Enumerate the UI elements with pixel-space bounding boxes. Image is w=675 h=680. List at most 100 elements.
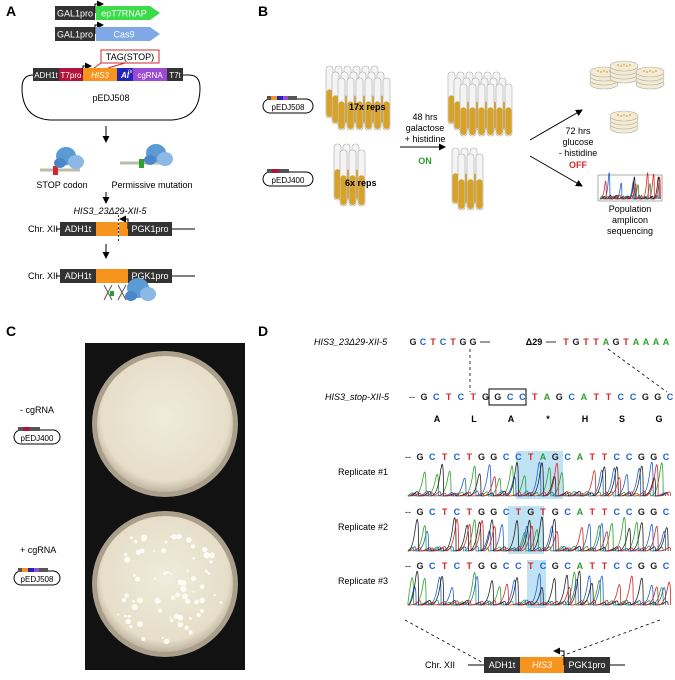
seq-leader-dash: -- xyxy=(405,561,411,571)
plasmid-pedj400-b: pEDJ400 xyxy=(262,169,314,187)
base-T: T xyxy=(466,507,472,517)
chromatogram-trace-G xyxy=(407,462,669,497)
chromosome-locus-1: Chr. XII ADH1t PGK1pro xyxy=(28,215,195,243)
seq-leader-dash: -- xyxy=(405,452,411,462)
colony xyxy=(177,614,184,621)
colony xyxy=(161,548,167,554)
chromatogram-trace-A xyxy=(407,462,664,497)
base-C: C xyxy=(503,507,510,517)
gal1pro-label-2: GAL1pro xyxy=(57,30,93,40)
base-G: G xyxy=(478,507,485,517)
base-T: T xyxy=(516,507,522,517)
colony xyxy=(186,537,192,543)
colony xyxy=(127,614,131,619)
base-A: A xyxy=(653,337,660,347)
colony xyxy=(203,552,210,559)
base-T: T xyxy=(528,561,534,571)
step2-medium: glucose xyxy=(562,137,593,147)
base-C: C xyxy=(507,392,514,402)
base-G: G xyxy=(416,507,423,517)
colony xyxy=(200,609,204,613)
base-C: C xyxy=(667,392,674,402)
dish-colony xyxy=(606,71,608,73)
seq-label-1: Population xyxy=(609,204,652,214)
tube-culture xyxy=(326,89,333,117)
base-T: T xyxy=(446,392,452,402)
base-A: A xyxy=(577,507,584,517)
adh1t-label-a1: ADH1t xyxy=(65,224,92,234)
petri-dish xyxy=(635,66,665,78)
base-G: G xyxy=(650,561,657,571)
d-stop-label: HIS3_stop-XII-5 xyxy=(325,392,390,402)
dish-colony xyxy=(620,115,622,117)
colony xyxy=(192,557,195,560)
seq-leader-dash: -- xyxy=(405,507,411,517)
plasmid-c1-label: pEDJ400 xyxy=(21,434,54,443)
colony xyxy=(124,556,131,563)
base-A: A xyxy=(581,392,588,402)
base-C: C xyxy=(515,561,522,571)
tube-culture xyxy=(460,107,467,135)
base-A: A xyxy=(544,392,551,402)
tube-culture xyxy=(454,101,461,129)
dish-colony xyxy=(620,65,622,67)
t7t-label: T7t xyxy=(169,71,181,80)
colony xyxy=(136,597,143,604)
tube-culture xyxy=(452,173,459,203)
colony xyxy=(219,601,223,604)
tube-culture xyxy=(338,101,345,129)
base-T: T xyxy=(602,561,608,571)
base-T: T xyxy=(466,452,472,462)
panel-c: - cgRNA pEDJ400 + cgRNA pEDJ508 xyxy=(13,343,245,670)
base-T: T xyxy=(593,337,599,347)
base-C: C xyxy=(630,392,637,402)
chr-label-d: Chr. XII xyxy=(425,660,455,670)
seq-leader-dash: -- xyxy=(409,392,415,402)
chromatogram-trace-G xyxy=(407,570,669,606)
dish-colony xyxy=(597,70,599,72)
mutation-highlight xyxy=(527,560,546,608)
base-G: G xyxy=(556,392,563,402)
base-T: T xyxy=(470,392,476,402)
colony xyxy=(177,579,183,585)
on-label: ON xyxy=(418,156,432,166)
cgrna-label: cgRNA xyxy=(137,71,163,80)
dish-colony xyxy=(643,70,645,72)
base-T: T xyxy=(589,561,595,571)
tube-culture xyxy=(478,107,485,135)
base-C: C xyxy=(564,561,571,571)
base-C: C xyxy=(503,561,510,571)
dish-colony xyxy=(629,64,631,66)
permissive-mutation-label: Permissive mutation xyxy=(111,180,192,190)
tube-culture xyxy=(356,101,363,129)
ept7rnap-label: epT7RNAP xyxy=(101,9,147,19)
colony xyxy=(181,593,188,600)
base-T: T xyxy=(466,561,472,571)
tube-culture xyxy=(458,179,465,209)
tube-culture xyxy=(505,107,512,135)
dish-colony xyxy=(655,70,657,72)
base-G: G xyxy=(490,452,497,462)
replicate-label: Replicate #3 xyxy=(338,576,388,586)
dish-colony xyxy=(623,64,625,66)
base-G: G xyxy=(490,561,497,571)
chromatogram-trace-G xyxy=(407,516,669,552)
dish-colony xyxy=(603,70,605,72)
colony xyxy=(188,630,193,635)
colony xyxy=(169,616,172,619)
base-T: T xyxy=(606,392,612,402)
base-C: C xyxy=(454,507,461,517)
minus-cgrna-label: - cgRNA xyxy=(20,405,54,415)
base-C: C xyxy=(564,452,571,462)
base-T: T xyxy=(563,337,569,347)
base-G: G xyxy=(459,337,466,347)
allele-label-a: HIS3_23Δ29-XII-5 xyxy=(73,206,147,216)
colony xyxy=(170,535,173,538)
tube-culture xyxy=(365,101,372,129)
reps-6-label: 6x reps xyxy=(345,178,377,188)
permissive-mutation-illustration: Permissive mutation xyxy=(111,144,193,190)
tube-culture xyxy=(487,107,494,135)
base-A: A xyxy=(540,452,547,462)
chromatogram-trace-G xyxy=(599,176,660,200)
dish-colony xyxy=(626,65,628,67)
